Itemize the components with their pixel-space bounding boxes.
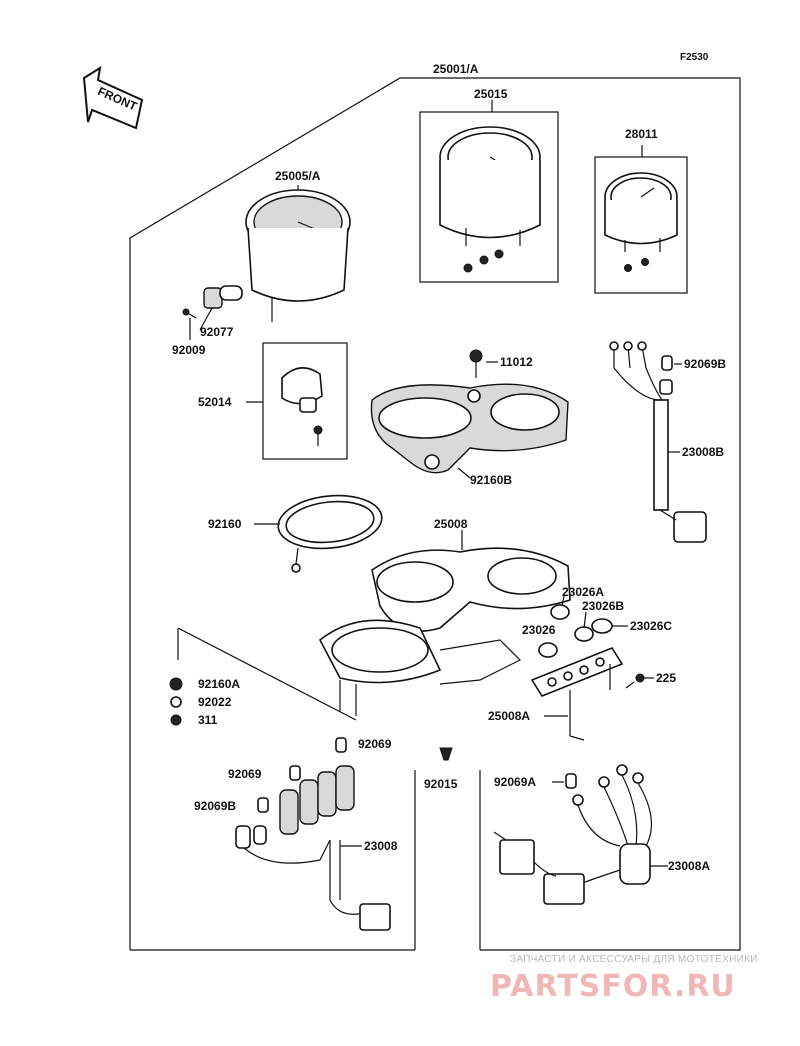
bulb-23026: [538, 642, 558, 658]
bulb-23026c: [591, 618, 628, 634]
label-23008a: 23008A: [668, 859, 710, 873]
label-92015: 92015: [424, 777, 458, 791]
label-92160: 92160: [208, 517, 242, 531]
gear-92077: [203, 285, 243, 309]
connector-92069b-top: [659, 355, 682, 395]
label-92160a: 92160A: [198, 677, 240, 691]
speedometer-25005a: [245, 185, 351, 322]
bolt-11012: [469, 349, 498, 378]
washer-92160a: [169, 677, 183, 691]
label-92069-mid: 92069: [228, 767, 262, 781]
label-23008b: 23008B: [682, 445, 724, 459]
label-311: 311: [198, 713, 218, 727]
label-25008: 25008: [434, 517, 468, 531]
label-23026a: 23026A: [562, 585, 604, 599]
figure-code: F2530: [680, 52, 709, 63]
label-92069b-top: 92069B: [684, 357, 726, 371]
screw-92009: [182, 307, 213, 340]
label-92069b-low: 92069B: [194, 799, 236, 813]
label-28011: 28011: [625, 127, 658, 141]
watermark-logo: PARTSFOR.RU: [490, 969, 736, 1004]
case-25008: [318, 530, 571, 716]
label-25008a: 25008A: [488, 709, 530, 723]
label-23026b: 23026B: [582, 599, 624, 613]
label-25015: 25015: [474, 87, 508, 101]
nut-311: [170, 714, 182, 726]
label-92077: 92077: [200, 325, 234, 339]
bracket-25008a: [530, 647, 624, 741]
watermark-tagline: ЗАПЧАСТИ И АКСЕССУАРЫ ДЛЯ МОТОТЕХНИКИ: [510, 954, 758, 965]
screw-225: [625, 673, 654, 689]
harness-23008: [235, 737, 391, 931]
label-92022: 92022: [198, 695, 232, 709]
label-23026: 23026: [522, 623, 556, 637]
harness-23008a: [493, 764, 668, 905]
tachometer-25015: [419, 100, 559, 283]
label-92069-top: 92069: [358, 737, 392, 751]
label-23008: 23008: [364, 839, 398, 853]
ring-92160: [254, 494, 383, 573]
label-92069a: 92069A: [494, 775, 536, 789]
label-92009: 92009: [172, 343, 206, 357]
sensor-52014: [246, 342, 348, 460]
front-arrow-icon: FRONT: [82, 65, 144, 130]
label-11012: 11012: [500, 355, 533, 369]
bulb-23026a: [550, 595, 570, 620]
label-25005a: 25005/A: [275, 169, 321, 183]
washer-92022: [170, 696, 182, 708]
bulb-23026b: [574, 611, 594, 642]
clip-92015: [439, 747, 453, 761]
harness-23008b: [609, 341, 707, 543]
label-25001a: 25001/A: [433, 62, 479, 76]
label-23026c: 23026C: [630, 619, 672, 633]
inset-lines: [177, 627, 357, 721]
assembly-outline: [129, 77, 741, 951]
label-52014: 52014: [198, 395, 232, 409]
cover-92160b: [370, 383, 569, 479]
gauge-28011: [594, 145, 688, 294]
label-225: 225: [656, 671, 676, 685]
label-92160b: 92160B: [470, 473, 512, 487]
